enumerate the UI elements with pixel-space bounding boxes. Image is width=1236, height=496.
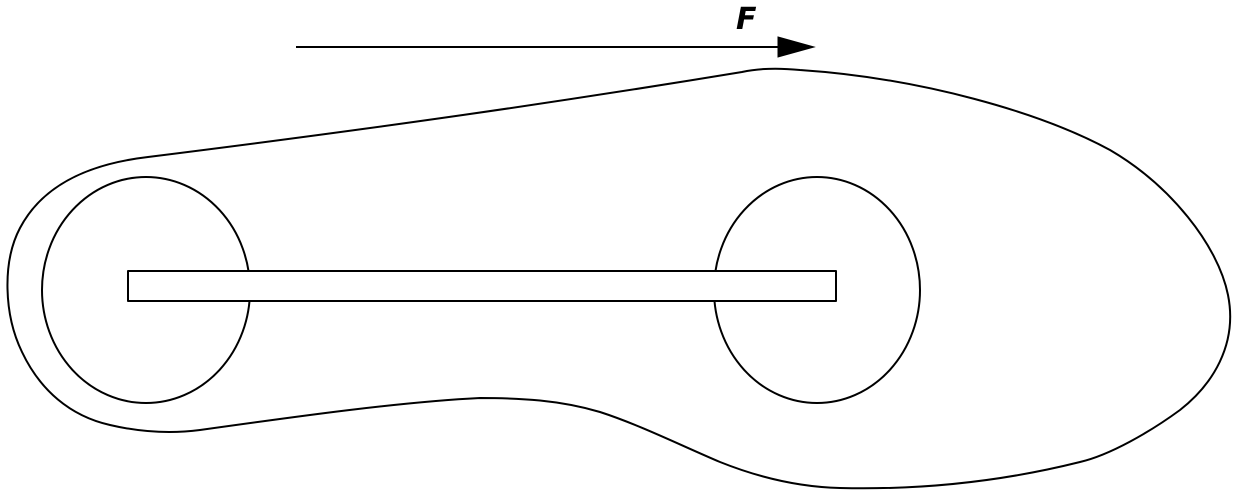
force-arrow-head	[777, 36, 816, 58]
outer-boundary	[6, 67, 1232, 490]
force-label: F	[736, 2, 757, 37]
connecting-bar	[127, 270, 837, 302]
force-arrow: F	[296, 2, 816, 58]
